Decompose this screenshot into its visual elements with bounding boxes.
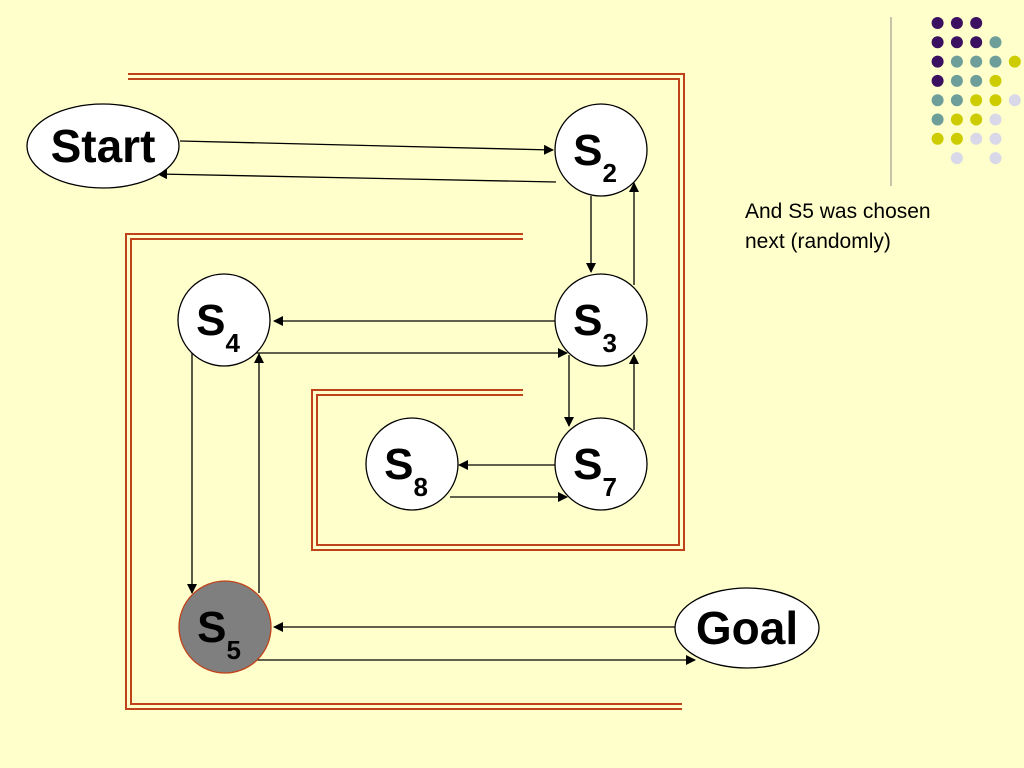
caption-line-1: And S5 was chosen — [745, 200, 931, 223]
node-s2-subscript: 2 — [602, 158, 616, 188]
decorative-dot — [970, 94, 983, 107]
node-s5-label: S — [197, 603, 226, 652]
decorative-dot — [989, 113, 1002, 126]
svg-text:S5: S5 — [197, 603, 241, 665]
svg-text:S3: S3 — [573, 296, 617, 358]
decorative-dot — [1008, 55, 1021, 68]
decorative-dot — [950, 152, 963, 165]
svg-text:S8: S8 — [384, 440, 428, 502]
node-s4-label: S — [196, 296, 225, 345]
decorative-dot — [970, 55, 983, 68]
decorative-dot — [931, 55, 944, 68]
svg-text:S4: S4 — [196, 296, 240, 358]
decorative-dot — [1008, 94, 1021, 107]
node-s5: S5 — [178, 580, 272, 674]
caption-text: And S5 was chosen next (randomly) — [745, 197, 1005, 257]
node-s8: S8 — [365, 417, 459, 511]
decorative-dot — [931, 17, 944, 29]
decorative-dot — [931, 36, 944, 49]
decorative-dot — [950, 132, 963, 145]
decorative-dot — [950, 36, 963, 49]
decorative-dot — [989, 74, 1002, 87]
decorative-dot — [970, 36, 983, 49]
arrow-s2-to-start — [157, 169, 557, 183]
node-s7-label: S — [573, 440, 602, 489]
decorative-dot — [931, 132, 944, 145]
decorative-dot — [970, 113, 983, 126]
caption-line-2: next (randomly) — [745, 230, 891, 253]
decorative-dot — [989, 94, 1002, 107]
node-s3-label: S — [573, 296, 602, 345]
decorative-dot — [989, 132, 1002, 145]
node-s2-label: S — [573, 126, 602, 175]
node-goal-label: Goal — [696, 602, 798, 654]
node-s7-subscript: 7 — [602, 472, 616, 502]
node-start: Start — [26, 103, 180, 189]
decorative-dot — [950, 17, 963, 29]
node-s8-label: S — [384, 440, 413, 489]
node-s7: S7 — [554, 417, 648, 511]
decorative-dot — [970, 132, 983, 145]
decorative-dot — [950, 113, 963, 126]
node-s3: S3 — [554, 273, 648, 367]
node-start-label: Start — [51, 120, 156, 172]
svg-text:S2: S2 — [573, 126, 617, 188]
decorative-dot — [950, 74, 963, 87]
arrow-start-to-s2 — [179, 140, 554, 155]
node-s3-subscript: 3 — [602, 328, 616, 358]
node-goal: Goal — [674, 587, 820, 669]
node-s4: S4 — [177, 273, 271, 367]
decorative-dot — [950, 94, 963, 107]
node-s5-subscript: 5 — [226, 635, 240, 665]
node-s8-subscript: 8 — [413, 472, 427, 502]
decorative-dot — [970, 17, 983, 29]
node-s2: S2 — [554, 103, 648, 197]
decorative-dot — [989, 36, 1002, 49]
decorative-dot — [931, 74, 944, 87]
spiral-outline — [125, 73, 685, 710]
decorative-dot-grid — [931, 17, 1021, 165]
decorative-dot — [970, 74, 983, 87]
decorative-dot — [931, 113, 944, 126]
node-s4-subscript: 4 — [225, 328, 240, 358]
svg-text:S7: S7 — [573, 440, 617, 502]
transition-arrows — [157, 140, 696, 665]
decorative-dot — [989, 55, 1002, 68]
decorative-dot — [950, 55, 963, 68]
decorative-dot — [931, 94, 944, 107]
decorative-dot — [989, 152, 1002, 165]
